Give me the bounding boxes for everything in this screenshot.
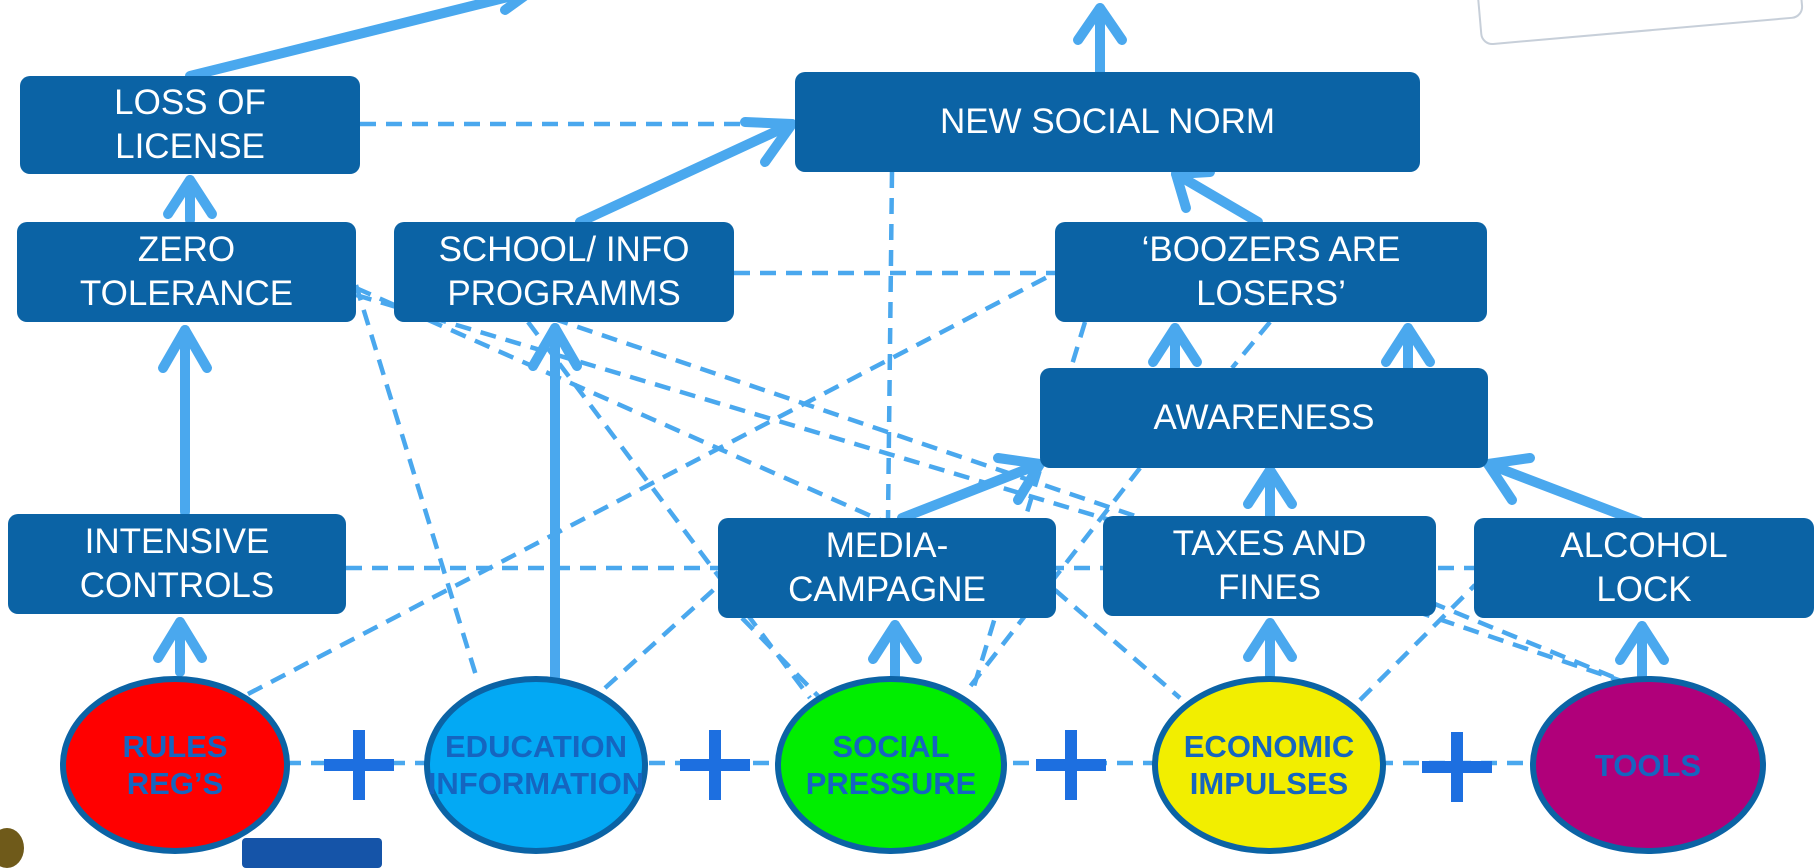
arrow-school-to-norm-head bbox=[740, 117, 797, 167]
dash-zero-to-education bbox=[353, 284, 481, 683]
plus-sign-4 bbox=[1422, 732, 1492, 802]
plus-sign-1 bbox=[324, 730, 394, 800]
organization-logo-fragment bbox=[242, 838, 382, 868]
node-intensive-controls: INTENSIVE CONTROLS bbox=[8, 514, 346, 614]
dash-norm-down bbox=[885, 171, 895, 521]
pillar-education-information: EDUCATION INFORMATION bbox=[424, 676, 648, 854]
dash-media-to-economic bbox=[1053, 588, 1182, 700]
node-awareness: AWARENESS bbox=[1040, 368, 1488, 468]
dash-taxes-to-tools bbox=[1429, 599, 1641, 691]
node-new-social-norm: NEW SOCIAL NORM bbox=[795, 72, 1420, 172]
arrow-boozers-to-norm-head bbox=[1171, 167, 1215, 213]
pillar-rules-regs: RULES REG’S bbox=[60, 676, 290, 854]
dash-school-to-social bbox=[526, 320, 812, 700]
dash-economic-to-alcohol bbox=[1358, 583, 1477, 702]
dash-zero-to-taxes bbox=[355, 292, 1111, 523]
arrow-media-to-awareness-head bbox=[993, 453, 1045, 505]
arrow-zero-to-loss-head bbox=[163, 175, 217, 219]
arrow-rules-to-controls-head bbox=[153, 617, 207, 663]
node-media-campagne: MEDIA- CAMPAGNE bbox=[718, 518, 1056, 618]
arrow-taxes-to-awareness-head bbox=[1243, 465, 1297, 509]
node-taxes-and-fines: TAXES AND FINES bbox=[1103, 516, 1436, 616]
arrow-controls-to-zero-head bbox=[158, 325, 212, 373]
node-boozers-are-losers: ‘BOOZERS ARE LOSERS’ bbox=[1055, 222, 1487, 322]
dash-rules-to-boozers bbox=[246, 271, 1057, 696]
node-school-info-programmes: SCHOOL/ INFO PROGRAMMS bbox=[394, 222, 734, 322]
plus-sign-3 bbox=[1036, 730, 1106, 800]
arrow-boozers-to-norm bbox=[1171, 169, 1263, 227]
arrow-alcohol-to-awareness-head bbox=[1483, 453, 1535, 505]
pillar-economic-impulses: ECONOMIC IMPULSES bbox=[1152, 676, 1386, 854]
arrow-loss-up bbox=[185, 0, 517, 81]
dash-education-to-media bbox=[603, 573, 732, 690]
dash-school-to-tools bbox=[527, 307, 1649, 693]
dash-zero-to-media bbox=[355, 285, 881, 523]
arrow-tools-to-alcohol-head bbox=[1615, 621, 1669, 665]
plus-sign-2 bbox=[680, 730, 750, 800]
node-loss-of-license: LOSS OF LICENSE bbox=[20, 76, 360, 174]
arrow-media-to-awareness bbox=[897, 459, 1045, 523]
arrow-norm-up-head bbox=[1073, 3, 1127, 45]
arrow-loss-up-head bbox=[500, 0, 528, 15]
node-alcohol-lock: ALCOHOL LOCK bbox=[1474, 518, 1814, 618]
dash-social-to-media bbox=[740, 616, 822, 700]
node-zero-tolerance: ZERO TOLERANCE bbox=[17, 222, 356, 322]
pillar-tools: TOOLS bbox=[1530, 676, 1766, 854]
dash-boozers-to-awareness bbox=[1230, 320, 1272, 370]
arrow-awareness-to-boozers-2-head bbox=[1381, 323, 1435, 367]
arrow-education-to-school-head bbox=[528, 323, 582, 371]
arrow-school-to-norm bbox=[575, 119, 797, 227]
arrow-awareness-to-boozers-1-head bbox=[1148, 323, 1202, 367]
arrow-alcohol-to-awareness bbox=[1483, 459, 1645, 527]
pillar-social-pressure: SOCIAL PRESSURE bbox=[775, 676, 1007, 854]
arrow-economic-to-taxes-head bbox=[1243, 618, 1297, 662]
solid-arrows bbox=[153, 0, 1669, 683]
arrow-social-to-media-head bbox=[868, 620, 922, 664]
